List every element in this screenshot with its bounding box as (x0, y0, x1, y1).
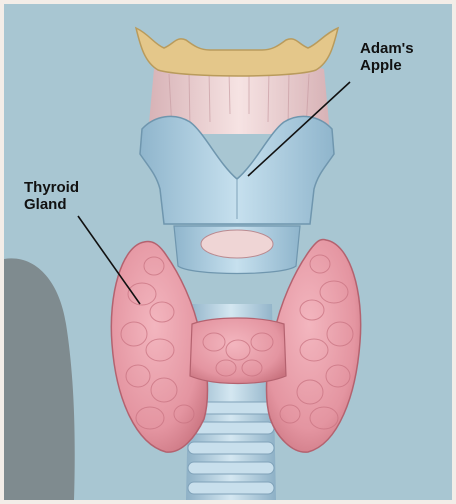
thyroid-gland-label-line-1: Thyroid (24, 179, 79, 196)
anatomy-illustration: Adam's Apple Thyroid Gland (4, 4, 452, 500)
adams-apple-label-line-1: Adam's (360, 40, 414, 57)
hyoid-bone (136, 28, 338, 76)
thyroid-gland-label-line-2: Gland (24, 196, 79, 213)
adams-apple-label-line-2: Apple (360, 57, 414, 74)
adams-apple-label: Adam's Apple (360, 40, 414, 74)
thyroid-gland-label: Thyroid Gland (24, 179, 79, 213)
neck-anatomy-drawing (4, 4, 452, 500)
shoulder-silhouette (4, 258, 75, 500)
